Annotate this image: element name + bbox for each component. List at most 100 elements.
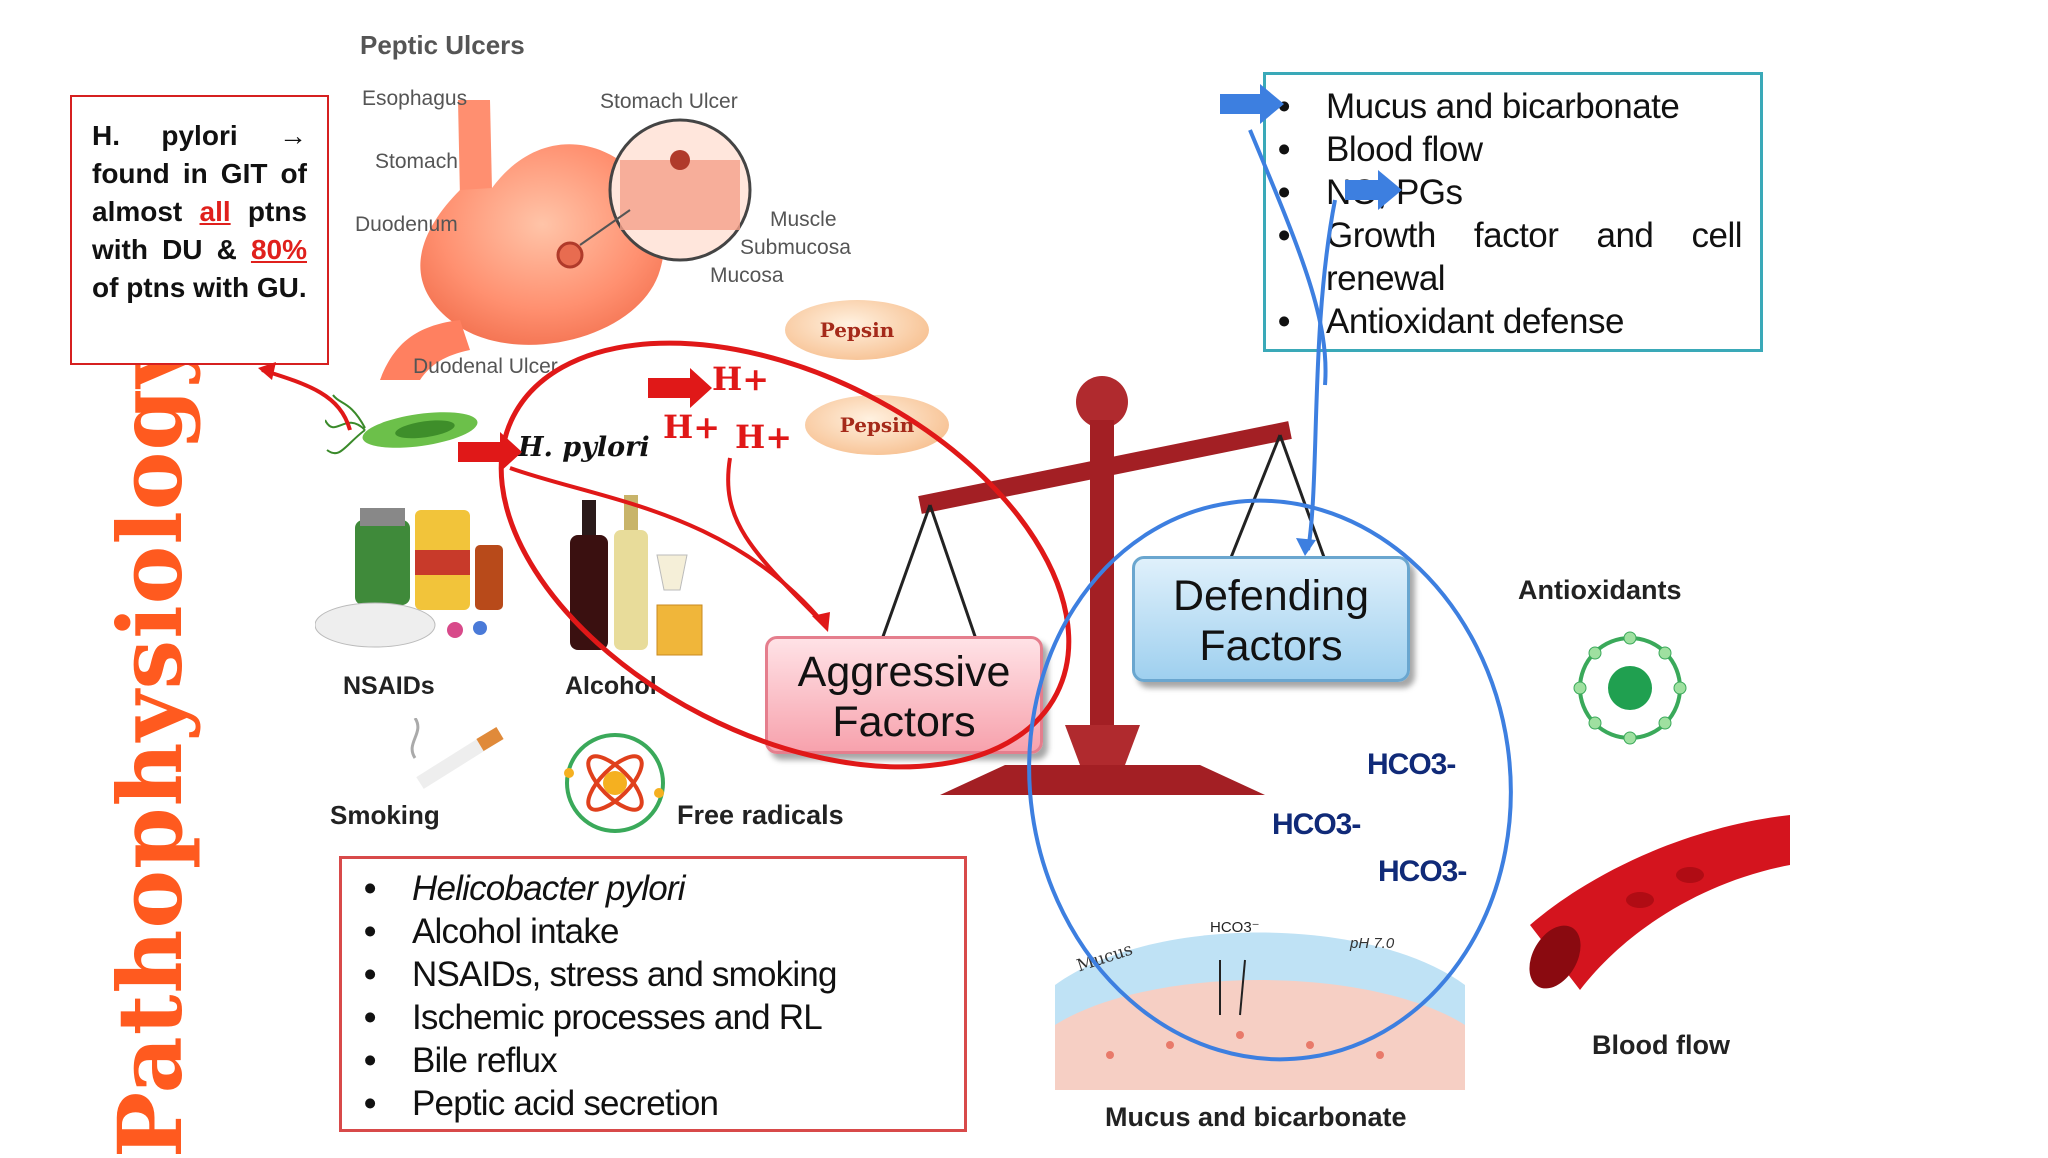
h-plus-label: H+ xyxy=(712,360,770,398)
nsaids-pills-icon xyxy=(315,508,503,648)
epithelium-layer xyxy=(1055,980,1465,1090)
antioxidant-atom xyxy=(1588,716,1602,730)
red-curved-arrow xyxy=(726,457,827,627)
radical-orbit xyxy=(586,754,644,812)
label-duodenum: Duodenum xyxy=(355,213,458,236)
bacterium-core xyxy=(395,420,455,439)
left-pan-string xyxy=(878,504,932,646)
blood-vessel xyxy=(1530,815,1790,990)
cigarette-filter xyxy=(476,726,504,752)
aggressive-factors-box: Aggressive Factors xyxy=(765,636,1043,754)
scale-top-knob xyxy=(1076,376,1128,428)
defending-factors-list: Mucus and bicarbonate Blood flow NO, PGs… xyxy=(1263,72,1763,352)
flagella xyxy=(325,394,366,455)
note-text-1: H. pylori → found in GIT of almost xyxy=(92,120,307,227)
list-item: NSAIDs, stress and smoking xyxy=(364,953,954,996)
note-text-3: of ptns with GU. xyxy=(92,272,307,303)
note-highlight-all: all xyxy=(199,196,231,227)
antioxidant-atom xyxy=(1658,646,1672,660)
antioxidant-atom xyxy=(1573,681,1587,695)
h-plus-label: H+ xyxy=(735,418,793,456)
right-pan-string xyxy=(1278,434,1327,561)
label-esophagus: Esophagus xyxy=(362,87,468,110)
blue-curved-arrow xyxy=(1248,129,1328,386)
red-arrow-head xyxy=(812,612,830,632)
pill xyxy=(473,621,487,635)
list-item: Mucus and bicarbonate xyxy=(1278,85,1742,128)
hco3-label: HCO3- xyxy=(1272,808,1361,841)
aggressive-highlight-ellipse xyxy=(498,340,1072,770)
magnifier-line xyxy=(579,209,631,246)
wine-glass xyxy=(656,554,688,591)
antioxidants-label: Antioxidants xyxy=(1518,575,1682,605)
radical-electron xyxy=(654,788,664,798)
nsaids-label: NSAIDs xyxy=(343,672,435,700)
red-block-arrow xyxy=(648,368,712,408)
pill-bottle-cap xyxy=(360,508,405,526)
list-item: Helicobacter pylori xyxy=(364,867,954,910)
list-item: Growth factor and cell renewal xyxy=(1278,214,1743,300)
pill-bottle-label xyxy=(415,550,470,575)
pepsin-blob: Pepsin xyxy=(805,395,949,455)
list-item: Bile reflux xyxy=(364,1039,954,1082)
label-duodenal-ulcer: Duodenal Ulcer xyxy=(413,355,558,378)
note-highlight-pct: 80% xyxy=(250,234,307,265)
list-item: Peptic acid secretion xyxy=(364,1082,954,1125)
pill xyxy=(447,622,463,638)
defending-box-line2: Factors xyxy=(1199,622,1343,670)
smoking-label: Smoking xyxy=(330,800,440,830)
antioxidant-molecule-icon xyxy=(1573,631,1687,745)
vessel-opening xyxy=(1529,925,1581,989)
left-pan-string xyxy=(928,504,980,646)
scale-base xyxy=(940,765,1265,795)
radical-orbit xyxy=(586,754,644,812)
stomach-figure-title: Peptic Ulcers xyxy=(360,30,525,60)
bicarb-arrow xyxy=(1239,959,1246,1016)
cell-dot xyxy=(1376,1051,1384,1059)
stomach-illustration xyxy=(380,100,752,380)
cell-dot xyxy=(1306,1041,1314,1049)
ulcer-cross-section xyxy=(620,160,740,230)
blue-block-arrow xyxy=(1220,84,1284,124)
alcohol-bottles-icon xyxy=(570,495,703,656)
radical-nucleus xyxy=(603,771,627,795)
antioxidant-atom xyxy=(1623,731,1637,745)
blue-block-arrow xyxy=(1345,170,1402,210)
ulcer-crater xyxy=(670,150,690,170)
stomach-ulcer-dot xyxy=(556,241,584,269)
red-blood-cell xyxy=(1676,867,1704,883)
defending-factors-box: Defending Factors xyxy=(1132,556,1410,682)
cell-dot xyxy=(1236,1031,1244,1039)
bottle-white xyxy=(614,530,648,650)
right-pan-string xyxy=(1228,434,1282,561)
defending-highlight-ellipse xyxy=(1027,498,1513,1062)
red-block-arrow xyxy=(458,432,522,472)
smoke xyxy=(410,718,420,759)
blood-flow-label: Blood flow xyxy=(1592,1030,1730,1060)
pepsin-blob: Pepsin xyxy=(785,300,929,360)
scale-base-upper xyxy=(1065,725,1140,765)
antioxidant-core xyxy=(1608,666,1652,710)
list-item: Antioxidant defense xyxy=(1278,300,1742,343)
free-radicals-icon xyxy=(564,733,665,833)
antioxidant-atom xyxy=(1673,681,1687,695)
ph-label: pH 7.0 xyxy=(1350,935,1395,952)
label-stomach: Stomach xyxy=(375,150,458,173)
list-item: Blood flow xyxy=(1278,128,1742,171)
cell-dot xyxy=(1166,1041,1174,1049)
blood-vessel-icon xyxy=(1529,815,1790,990)
defending-box-line1: Defending xyxy=(1172,572,1370,620)
list-item: Alcohol intake xyxy=(364,910,954,953)
mucus-bicarbonate-label: Mucus and bicarbonate xyxy=(1105,1102,1407,1132)
hco3-label: HCO3- xyxy=(1378,855,1467,888)
pill-bottle-green xyxy=(355,520,410,605)
hco3-label: HCO3- xyxy=(1367,748,1456,781)
bottle-neck xyxy=(582,500,596,540)
h-pylori-bacterium-icon xyxy=(325,394,478,455)
radical-electron xyxy=(564,768,574,778)
red-curved-arrow xyxy=(261,368,352,431)
red-arrow-head xyxy=(258,362,276,380)
free-radicals-label: Free radicals xyxy=(677,800,844,830)
aggressive-factors-list: Helicobacter pylori Alcohol intake NSAID… xyxy=(339,856,967,1132)
